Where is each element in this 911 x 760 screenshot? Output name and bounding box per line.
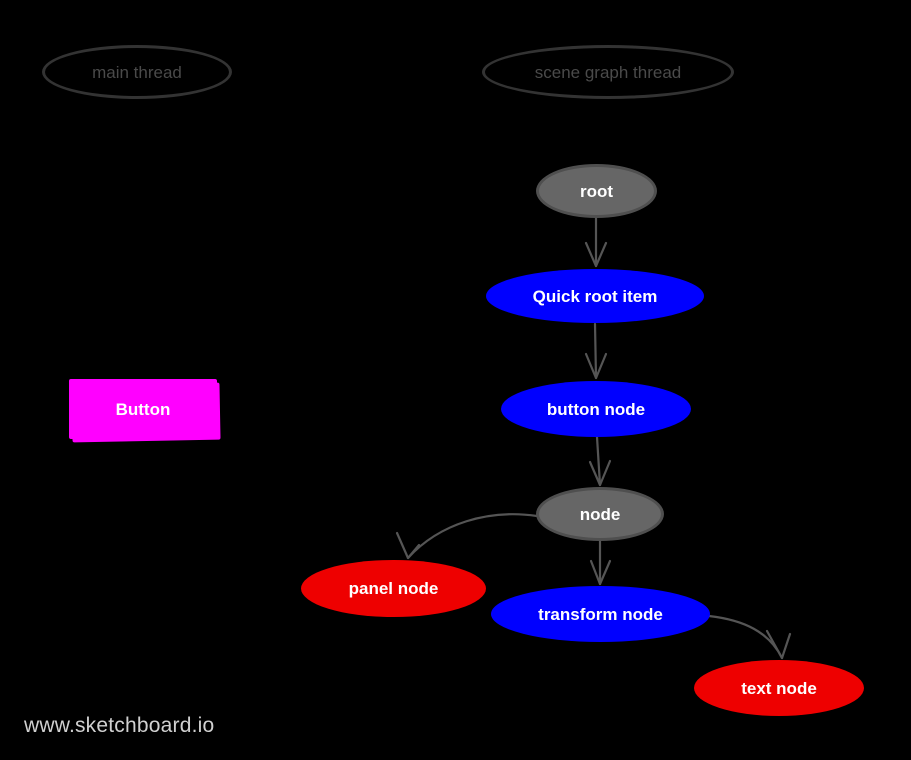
watermark: www.sketchboard.io xyxy=(24,714,215,737)
edge-node-to-transform-node xyxy=(589,539,612,586)
lane-label: main thread xyxy=(92,62,182,82)
node-label: button node xyxy=(546,399,646,419)
node-label: node xyxy=(579,504,621,524)
lane-main-thread[interactable]: main thread xyxy=(42,45,232,99)
edge-node-to-panel-node xyxy=(395,513,539,560)
node-text-node[interactable]: text node xyxy=(694,660,864,716)
node-label: Button xyxy=(115,399,171,419)
node-button-node[interactable]: button node xyxy=(501,381,691,437)
node-label: root xyxy=(579,181,614,201)
node-transform-node[interactable]: transform node xyxy=(491,586,710,642)
node-button[interactable]: Button xyxy=(69,379,217,439)
node-label: Quick root item xyxy=(532,286,658,306)
edge-quick-root-item-to-button-node xyxy=(584,322,608,380)
node-label: panel node xyxy=(348,579,439,598)
edge-root-to-quick-root-item xyxy=(584,216,608,268)
node-quick-root-item[interactable]: Quick root item xyxy=(486,269,704,323)
node-root[interactable]: root xyxy=(536,164,657,218)
node-label: transform node xyxy=(538,604,663,624)
edge-transform-node-to-text-node xyxy=(707,614,792,660)
node-label: text node xyxy=(741,678,817,698)
node-node[interactable]: node xyxy=(536,487,664,541)
lane-label: scene graph thread xyxy=(534,62,682,82)
node-panel-node[interactable]: panel node xyxy=(301,560,486,617)
lane-scene-graph-thread[interactable]: scene graph thread xyxy=(482,45,734,99)
edge-button-node-to-node xyxy=(588,435,612,487)
